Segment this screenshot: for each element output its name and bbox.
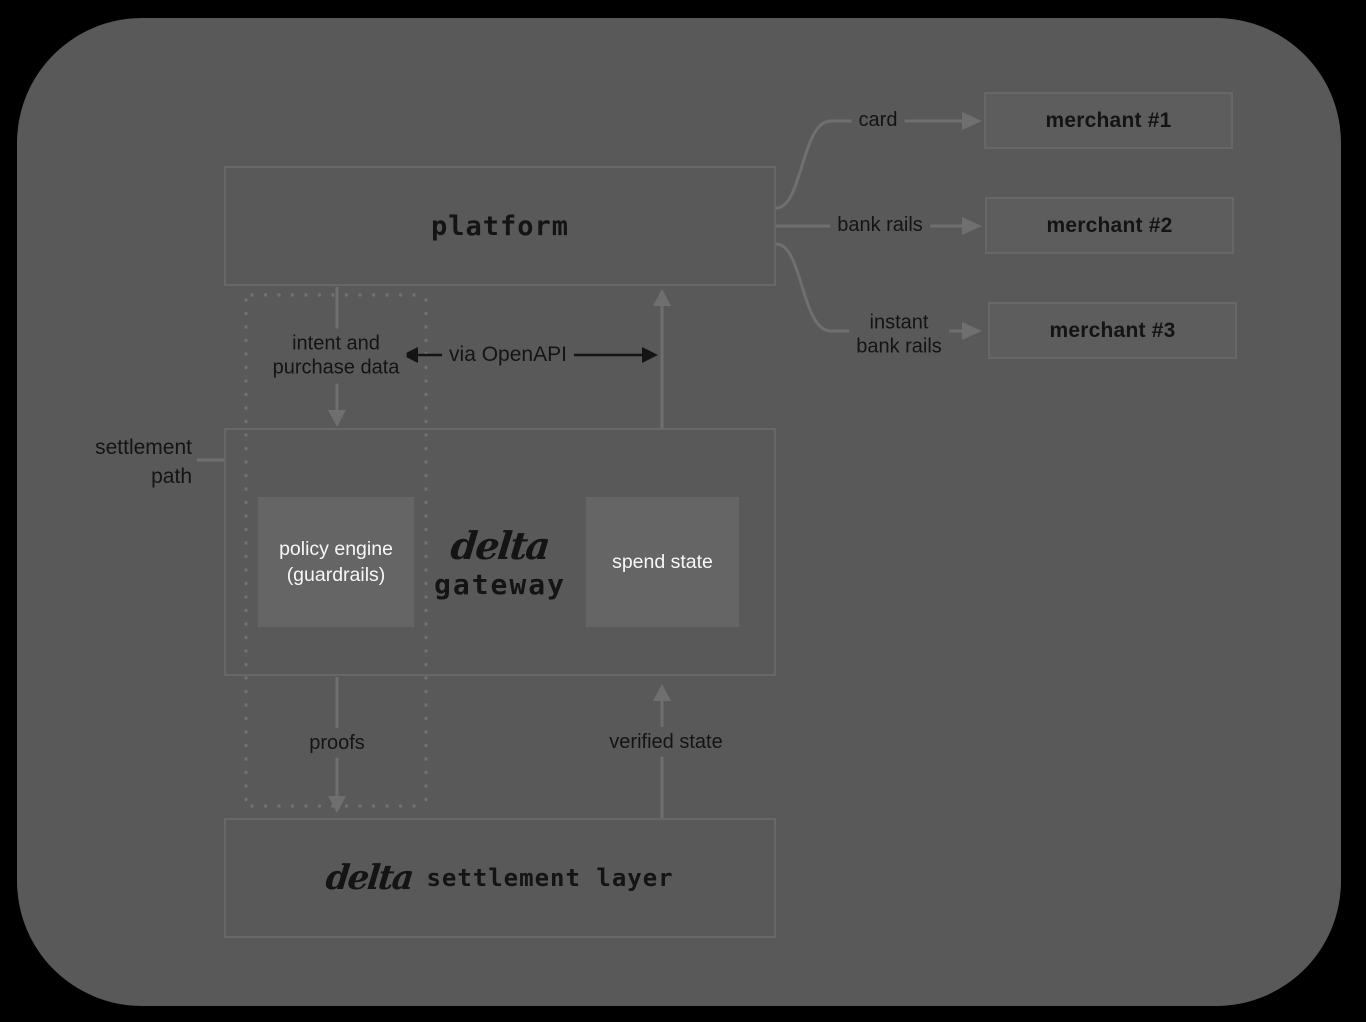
intent-purchase-data-label: intent and purchase data: [265, 328, 407, 384]
merchant-2-box: merchant #2: [985, 197, 1234, 254]
delta-gateway-logo: delta gateway: [425, 523, 575, 601]
delta-script-logo-settlement: delta: [324, 858, 415, 898]
settlement-layer-wordmark: settlement layer: [426, 864, 674, 892]
policy-engine-label-line1: policy engine: [279, 537, 393, 560]
platform-label: platform: [430, 210, 570, 242]
settlement-path-label-line2: path: [151, 465, 192, 489]
settlement-path-label-line1: settlement: [95, 436, 192, 459]
merchant-1-label: merchant #1: [1045, 108, 1172, 132]
instant-bank-rails-label-line1: instant: [869, 311, 929, 334]
policy-engine-label-line2: (guardrails): [286, 564, 386, 586]
merchant-1-box: merchant #1: [984, 92, 1233, 149]
settlement-path-label: settlement path: [56, 433, 192, 492]
spend-state-label: spend state: [612, 550, 713, 573]
card-rail-label: card: [851, 104, 905, 136]
merchant-3-box: merchant #3: [988, 302, 1237, 359]
instant-bank-rails-label-line2: bank rails: [856, 336, 942, 358]
platform-box: platform: [224, 166, 776, 286]
delta-script-logo: delta: [449, 523, 552, 568]
merchant-3-label: merchant #3: [1049, 318, 1176, 342]
via-openapi-label: via OpenAPI: [442, 339, 574, 371]
settlement-layer-box: delta settlement layer: [224, 818, 776, 938]
policy-engine-box: policy engine (guardrails): [258, 497, 414, 627]
instant-bank-rails-label: instant bank rails: [849, 307, 949, 363]
merchant-2-label: merchant #2: [1046, 213, 1173, 237]
intent-label-line1: intent and: [292, 332, 380, 355]
bank-rails-label: bank rails: [830, 209, 930, 241]
proofs-label: proofs: [302, 727, 372, 759]
intent-label-line2: purchase data: [272, 357, 400, 379]
gateway-box: [224, 428, 776, 676]
verified-state-label: verified state: [602, 726, 730, 758]
settlement-layer-logo-row: delta settlement layer: [324, 858, 674, 898]
spend-state-box: spend state: [586, 497, 739, 627]
gateway-wordmark: gateway: [433, 568, 566, 601]
